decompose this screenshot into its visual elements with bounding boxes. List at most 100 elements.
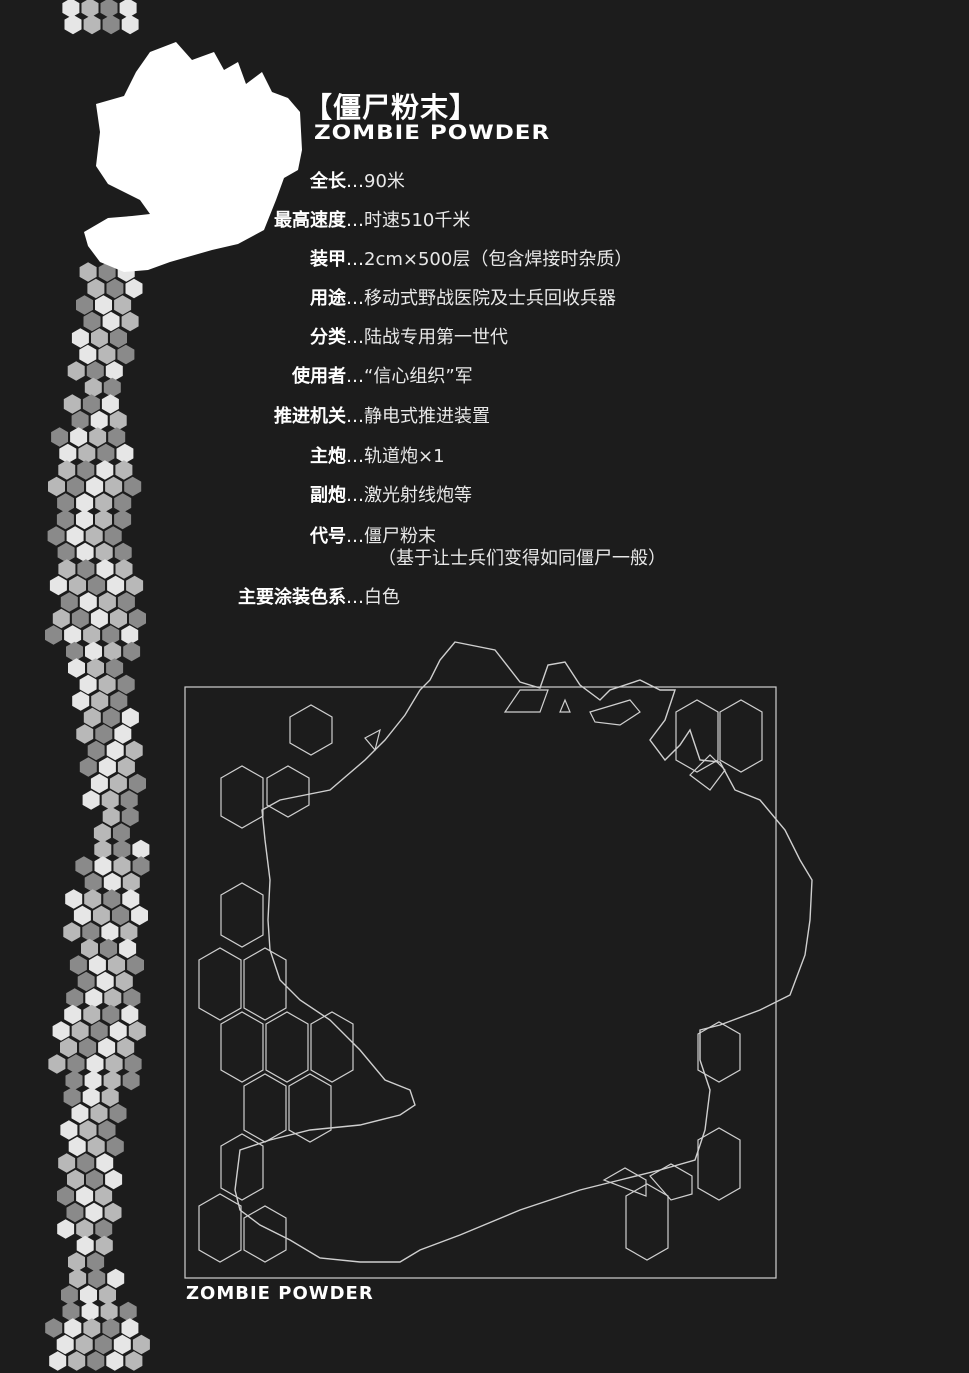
hexagon-tile — [103, 889, 121, 909]
hexagon-tile — [81, 938, 98, 959]
hexagon-tile — [66, 526, 84, 546]
hexagon-tile — [125, 1351, 143, 1371]
hexagon-tile — [121, 806, 139, 827]
hexagon-tile — [98, 674, 116, 695]
hexagon-tile — [76, 724, 94, 744]
hexagon-tile — [122, 889, 140, 909]
spec-separator: … — [346, 327, 364, 348]
hexagon-tile — [90, 410, 108, 431]
hexagon-tile — [67, 476, 84, 497]
hexagon-tile — [82, 1087, 100, 1107]
hexagon-tile — [103, 872, 121, 893]
hexagon-tile — [85, 1202, 103, 1223]
hexagon-tile — [65, 1070, 83, 1091]
hexagon-tile — [89, 955, 106, 975]
hexagon-tile — [84, 377, 102, 398]
hexagon-tile — [57, 493, 74, 513]
hexagon-tile — [110, 691, 128, 711]
hexagon-tile — [88, 1268, 106, 1289]
hexagon-tile — [98, 1037, 116, 1058]
hexagon-tile — [98, 1120, 116, 1140]
hexagon-tile — [95, 493, 113, 513]
hexagon-tile — [52, 608, 70, 629]
spec-label: 推进机关 — [274, 406, 346, 427]
hexagon-tile — [121, 625, 139, 645]
hexagon-tile — [67, 361, 85, 381]
spec-label: 主炮 — [310, 446, 346, 467]
hexagon-tile — [104, 988, 122, 1008]
hexagon-tile — [88, 575, 105, 596]
hexagon-tile — [71, 410, 89, 431]
hexagon-tile — [63, 394, 81, 414]
hexagon-tile — [62, 1301, 80, 1322]
hexagon-tile — [101, 1087, 119, 1107]
hexagon-tile — [59, 443, 77, 464]
hexagon-tile — [113, 823, 130, 843]
hexagon-tile — [121, 311, 139, 332]
hexagon-tile — [114, 295, 132, 315]
spec-separator: … — [346, 210, 364, 231]
spec-label: 副炮 — [310, 485, 346, 506]
hexagon-tile — [106, 1351, 124, 1371]
hexagon-tile — [114, 509, 132, 530]
hexagon-tile — [106, 740, 124, 761]
hexagon-tile — [45, 625, 62, 645]
hexagon-tile — [71, 1103, 89, 1124]
hexagon-tile — [76, 295, 93, 315]
hexagon-tile — [117, 344, 135, 365]
hexagon-tile — [77, 460, 95, 480]
hexagon-tile — [83, 707, 101, 728]
hexagon-tile — [120, 922, 138, 942]
hexagon-tile — [109, 1103, 127, 1124]
spec-label: 使用者 — [292, 366, 346, 387]
spec-row-codename: 代号…僵尸粉末 （基于让士兵们变得如同僵尸一般） — [200, 526, 760, 570]
hexagon-tile — [64, 14, 82, 35]
hexagon-tile — [121, 1318, 139, 1338]
spec-separator: … — [346, 406, 364, 427]
hexagon-tile — [129, 608, 146, 629]
hexagon-tile — [87, 1252, 105, 1272]
hexagon-tile — [94, 856, 112, 876]
hexagon-tile — [68, 1252, 85, 1272]
hexagon-tile — [69, 955, 87, 975]
hexagon-tile — [108, 427, 126, 447]
hexagon-tile — [109, 410, 127, 431]
hexagon-tile — [81, 0, 99, 18]
hexagon-tile — [97, 443, 115, 464]
hexagon-tile — [103, 1070, 121, 1091]
spec-row-category: 分类…陆战专用第一世代 — [200, 327, 760, 349]
hexagon-tile — [126, 575, 144, 596]
spec-value: 移动式野战医院及士兵回收兵器 — [364, 288, 616, 309]
hexagon-tile — [60, 1037, 77, 1058]
hexagon-tile — [77, 971, 95, 992]
hexagon-tile — [67, 1169, 84, 1190]
hexagon-tile — [109, 1021, 127, 1041]
spec-label: 主要涂装色系 — [238, 587, 346, 608]
hexagon-tile — [63, 1087, 81, 1107]
hexagon-tile — [106, 658, 124, 678]
hexagon-tile — [79, 344, 97, 365]
spec-separator: … — [346, 249, 364, 270]
hexagon-tile — [119, 1301, 137, 1322]
hexagon-tile — [58, 1153, 76, 1173]
hexagon-tile — [79, 674, 97, 695]
hexagon-tile — [129, 773, 146, 794]
hexagon-tile — [83, 625, 101, 645]
hexagon-tile — [58, 460, 76, 480]
vehicle-outline-details — [364, 689, 726, 791]
hexagon-tile — [121, 707, 139, 728]
hexagon-tile — [79, 1120, 97, 1140]
hexagon-tile — [116, 443, 134, 464]
hexagon-tile — [87, 1351, 105, 1371]
hexagon-tile — [103, 377, 121, 398]
hexagon-tile — [102, 311, 120, 332]
hexagon-tile — [87, 1136, 105, 1157]
hexagon-tile — [82, 790, 100, 810]
hexagon-tile — [90, 773, 108, 794]
spec-separator: … — [346, 485, 364, 506]
hexagon-tile — [117, 1037, 135, 1058]
hexagon-tile — [109, 773, 127, 794]
hexagon-tile — [90, 608, 108, 629]
